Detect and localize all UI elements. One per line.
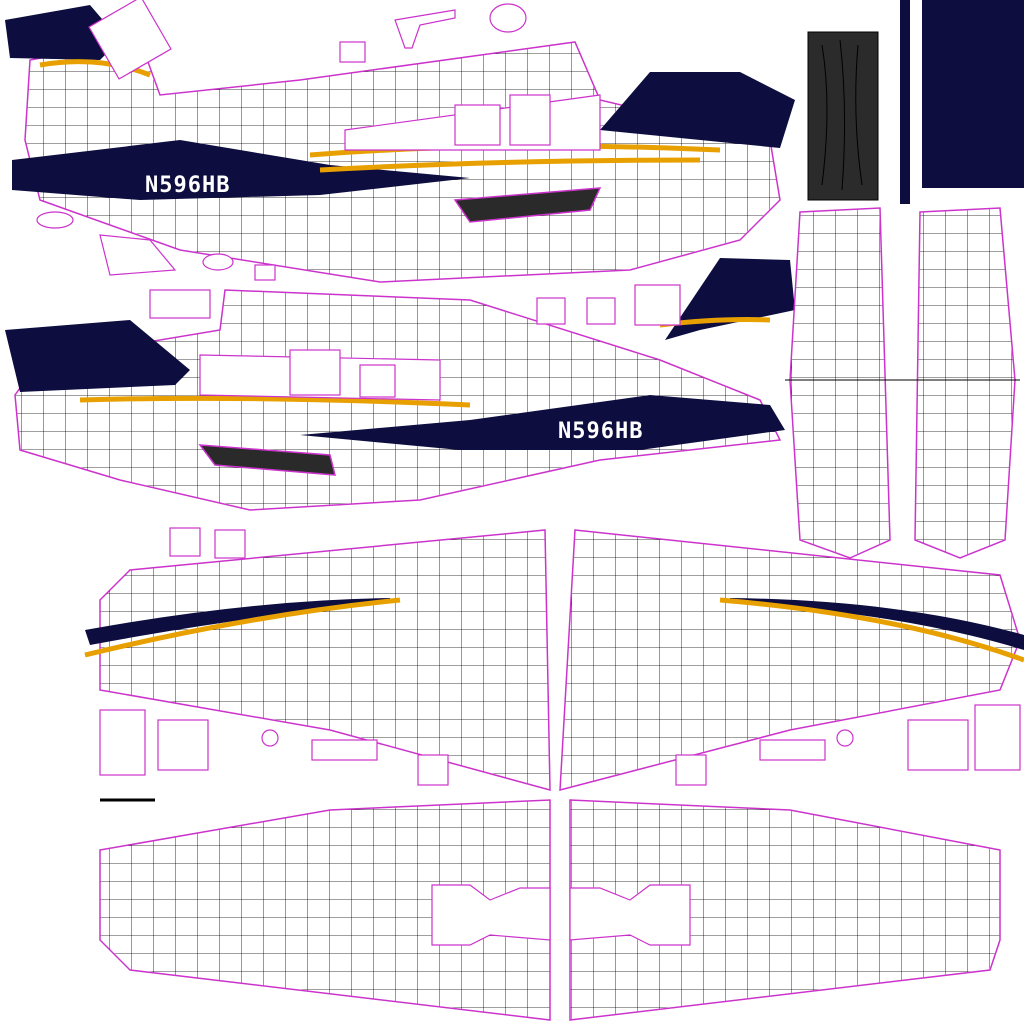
registration-text: N596HB bbox=[558, 419, 643, 444]
fuselage-left-side: N596HB bbox=[5, 5, 795, 283]
wings-lower bbox=[99, 799, 1001, 1021]
fuselage-right-side: N596HB bbox=[5, 258, 795, 511]
wings-upper bbox=[84, 529, 1024, 791]
horizontal-stabilizers bbox=[785, 207, 1020, 559]
navy-panels bbox=[807, 0, 1024, 204]
registration-text: N596HB bbox=[145, 173, 230, 198]
small-parts bbox=[36, 0, 1021, 802]
